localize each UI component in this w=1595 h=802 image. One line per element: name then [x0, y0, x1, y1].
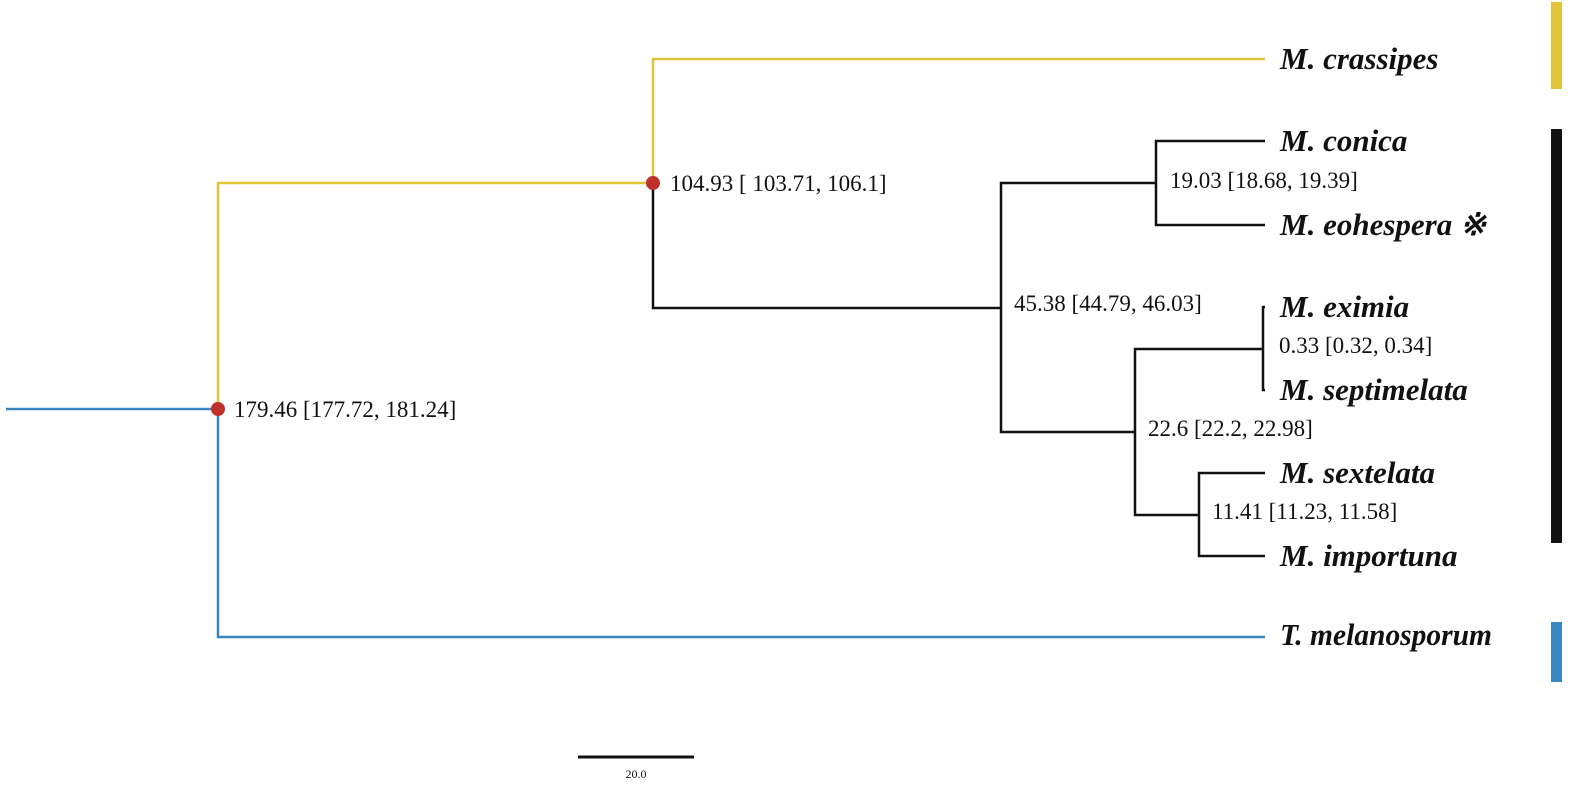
calibration-point-morchella [646, 176, 660, 190]
branch-inner-lower [1133, 432, 1199, 517]
node-label-inner: 22.6 [22.2, 22.98] [1148, 416, 1313, 441]
branch-black-clade-upper [999, 181, 1156, 308]
clade-bar-black [1551, 129, 1562, 543]
branch-septimelata [1261, 349, 1265, 392]
node-label-eximia-septimelata: 0.33 [0.32, 0.34] [1279, 333, 1432, 358]
node-label-root: 179.46 [177.72, 181.24] [234, 397, 456, 422]
branch-group-blue [6, 407, 1265, 639]
branch-importuna [1197, 515, 1265, 558]
taxon-label-eohespera: M. eohespera ※ [1279, 207, 1487, 242]
taxon-label-melanosporum: T. melanosporum [1280, 617, 1492, 652]
calibration-point-root [211, 402, 225, 416]
taxon-label-importuna: M. importuna [1279, 538, 1457, 573]
branch-black-clade-lower [999, 308, 1135, 434]
branch-eohespera [1154, 183, 1265, 227]
branch-inner-upper [1133, 347, 1263, 432]
taxon-label-eximia: M. eximia [1279, 289, 1409, 324]
branch-root-to-morchella [216, 181, 653, 409]
scale-bar-label: 20.0 [626, 767, 647, 781]
node-label-conica-eohespera: 19.03 [18.68, 19.39] [1170, 168, 1358, 193]
branch-group-yellow [216, 57, 1265, 409]
node-label-sextelata-importuna: 11.41 [11.23, 11.58] [1212, 499, 1397, 524]
taxon-label-crassipes: M. crassipes [1279, 41, 1438, 76]
node-label-black-clade: 45.38 [44.79, 46.03] [1014, 291, 1202, 316]
branch-group-black [651, 139, 1265, 558]
node-label-morchella: 104.93 [ 103.71, 106.1] [670, 171, 887, 196]
branch-sextelata [1197, 471, 1265, 515]
branch-eximia [1261, 305, 1265, 349]
branch-crassipes [651, 57, 1265, 183]
branch-conica [1154, 139, 1265, 183]
clade-bar-yellow [1551, 2, 1562, 89]
clade-bar-blue [1551, 622, 1562, 682]
taxon-label-septimelata: M. septimelata [1279, 372, 1468, 407]
taxon-label-sextelata: M. sextelata [1279, 455, 1435, 490]
taxon-label-conica: M. conica [1279, 123, 1407, 158]
branch-melanosporum [216, 409, 1265, 639]
branch-morchella-to-black-clade [651, 183, 1001, 310]
